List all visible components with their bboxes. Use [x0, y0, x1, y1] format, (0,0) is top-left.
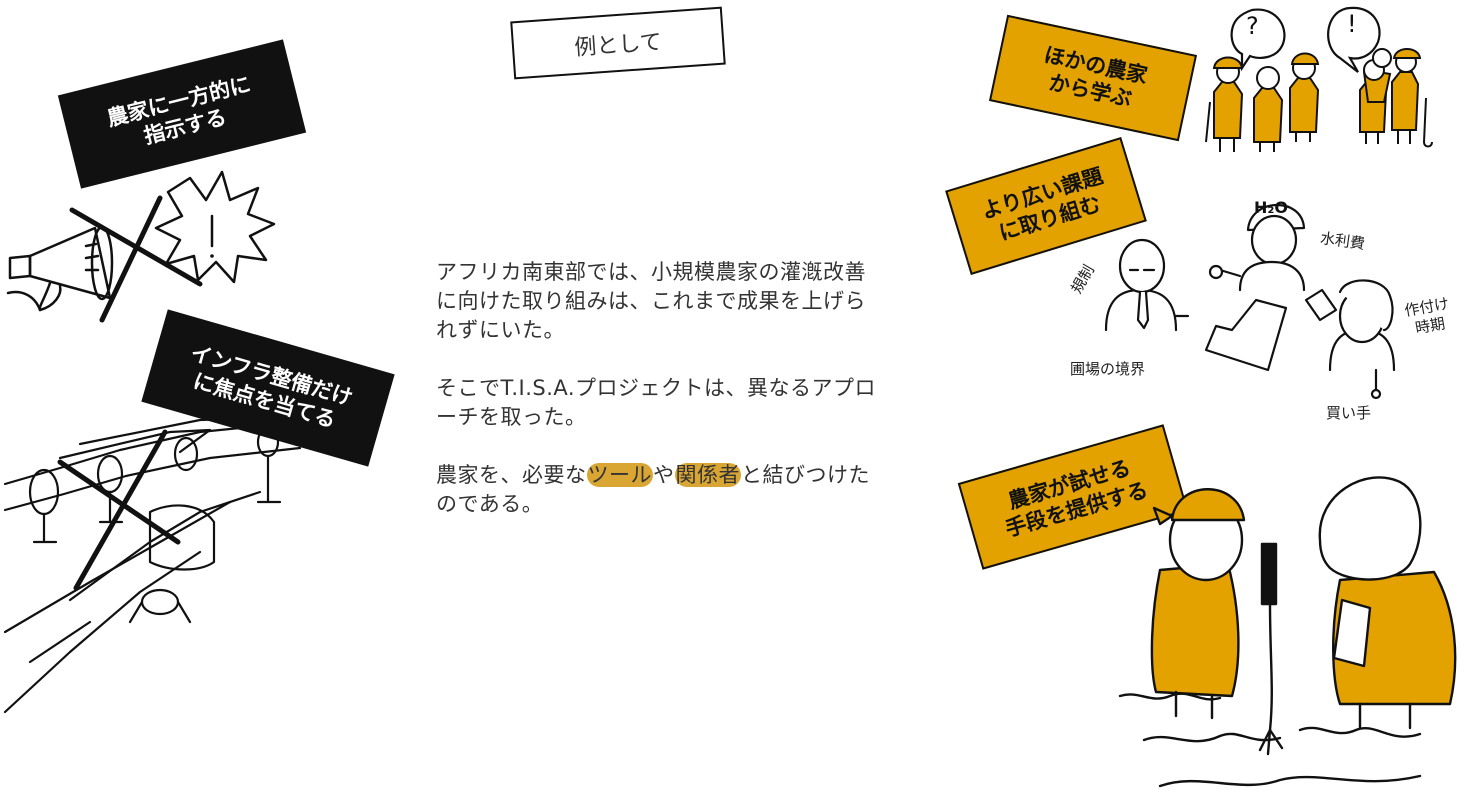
paragraph-approach: そこでT.I.S.A.プロジェクトは、異なるアプローチを取った。 [436, 376, 877, 429]
connect-suffix: と結びつけたのである。 [436, 463, 870, 516]
irrigation-pipes-icon [3, 416, 302, 714]
label-regulation: 規制 [1067, 261, 1098, 297]
highlight-stakeholders: 関係者 [674, 463, 741, 487]
exclamation-mark: ! [1347, 10, 1357, 38]
exclamation-burst-icon [154, 170, 276, 284]
connect-mid: や [653, 463, 675, 487]
highlight-tools: ツール [586, 463, 653, 487]
tag-learn-from-farmers: ほかの農家 から学ぶ [988, 14, 1198, 142]
paragraph-connect: 農家を、必要なツールや関係者と結びつけたのである。 [436, 461, 886, 519]
megaphone-icon [6, 195, 203, 323]
farmers-group-icon [1205, 6, 1433, 152]
h2o-label: H₂O [1254, 198, 1288, 217]
label-field-boundary: 圃場の境界 [1070, 360, 1146, 378]
tag-instruct-farmers: 農家に一方的に 指示する [57, 39, 307, 189]
label-planting-time: 作付け 時期 [1403, 294, 1451, 338]
farmers-with-sensor-icon [1118, 476, 1457, 788]
label-buyer: 買い手 [1326, 404, 1372, 422]
question-mark: ? [1246, 12, 1259, 40]
paragraph-intro: アフリカ南東部では、小規模農家の灌漑改善に向けた取り組みは、これまで成果を上げら… [436, 260, 866, 342]
example-label: 例として [510, 6, 726, 80]
stakeholders-icon [1104, 203, 1396, 400]
connect-prefix: 農家を、必要な [436, 463, 587, 487]
